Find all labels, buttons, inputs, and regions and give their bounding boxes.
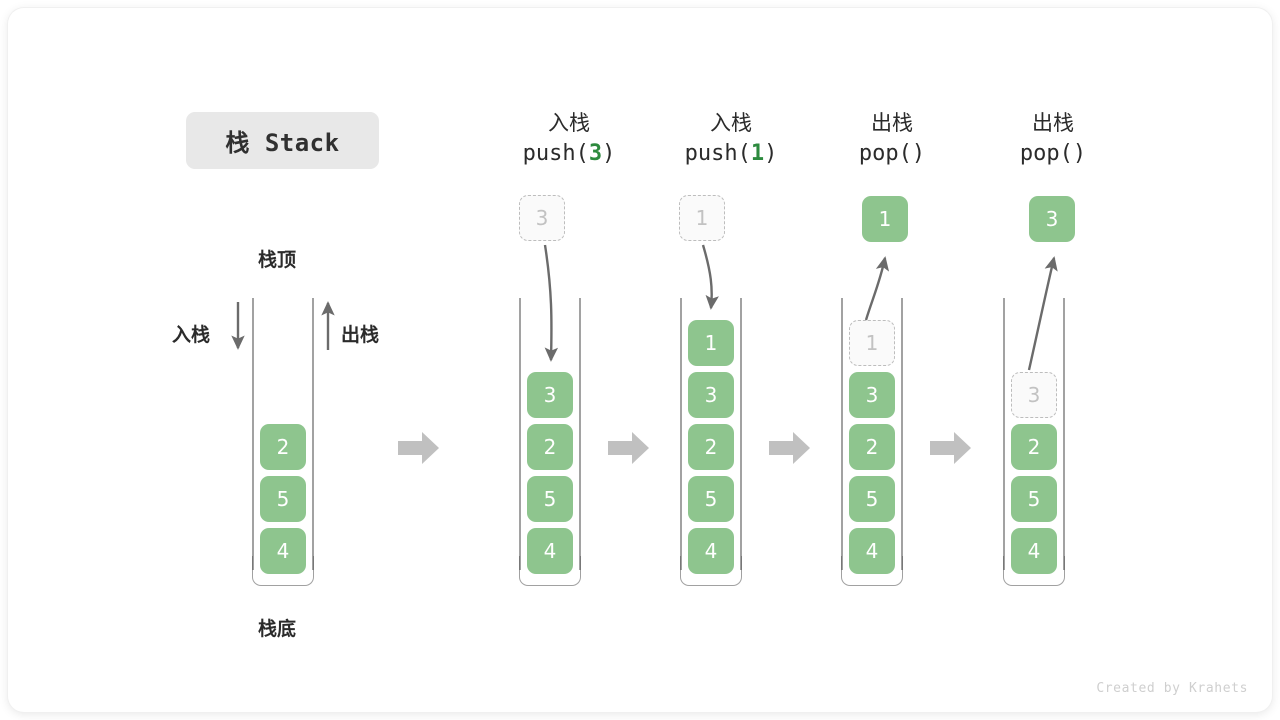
tube-floor — [680, 556, 742, 586]
op-header-push-3: 入栈 push(3) — [479, 108, 659, 170]
tube-wall-right — [1063, 298, 1065, 570]
op-label-cn: 出栈 — [1032, 111, 1074, 135]
tube-wall-left — [841, 298, 843, 570]
stack-cell: 1 — [688, 320, 734, 366]
tube-floor — [252, 556, 314, 586]
stack-tube-initial — [252, 298, 314, 586]
floating-popped-cell: 3 — [1029, 196, 1075, 242]
op-label-code: push(1) — [641, 138, 821, 170]
op-header-push-1: 入栈 push(1) — [641, 108, 821, 170]
stack-cell: 5 — [1011, 476, 1057, 522]
stack-cell: 4 — [1011, 528, 1057, 574]
tube-wall-left — [680, 298, 682, 570]
op-label-cn: 入栈 — [710, 111, 752, 135]
stack-cell: 2 — [527, 424, 573, 470]
stack-tube-push-1 — [680, 298, 742, 586]
stack-cell: 2 — [688, 424, 734, 470]
page-title: 栈 Stack — [186, 112, 379, 169]
op-label-code: pop() — [802, 138, 982, 170]
tube-wall-left — [519, 298, 521, 570]
push-side-label: 入栈 — [172, 324, 211, 346]
tube-wall-right — [740, 298, 742, 570]
op-code-prefix: push( — [522, 141, 589, 166]
stack-cell: 4 — [688, 528, 734, 574]
op-code-suffix: ) — [602, 141, 616, 166]
stack-cell: 5 — [260, 476, 306, 522]
stack-tube-push-3 — [519, 298, 581, 586]
stack-cell: 2 — [849, 424, 895, 470]
tube-floor — [841, 556, 903, 586]
stack-cell: 5 — [849, 476, 895, 522]
op-code-suffix: ) — [911, 141, 926, 166]
stack-bottom-label: 栈底 — [258, 618, 297, 640]
stack-cell: 3 — [527, 372, 573, 418]
op-label-code: pop() — [963, 138, 1143, 170]
tube-wall-left — [1003, 298, 1005, 570]
op-label-cn: 入栈 — [548, 111, 590, 135]
stack-cell: 3 — [688, 372, 734, 418]
stack-cell: 2 — [260, 424, 306, 470]
floating-ghost-cell: 1 — [679, 195, 725, 241]
floating-ghost-cell: 3 — [519, 195, 565, 241]
credit-text: Created by Krahets — [1096, 681, 1248, 696]
op-code-prefix: pop( — [858, 141, 912, 166]
stack-tube-pop-3 — [1003, 298, 1065, 586]
op-header-pop-1: 出栈 pop() — [802, 108, 982, 170]
floating-popped-cell: 1 — [862, 196, 908, 242]
stack-cell: 3 — [849, 372, 895, 418]
tube-wall-right — [579, 298, 581, 570]
op-code-arg: 1 — [750, 141, 765, 166]
stack-cell: 4 — [849, 528, 895, 574]
stack-cell: 5 — [527, 476, 573, 522]
step-arrow-icon — [930, 431, 972, 465]
op-code-suffix: ) — [1072, 141, 1087, 166]
tube-floor — [519, 556, 581, 586]
op-code-prefix: pop( — [1019, 141, 1073, 166]
tube-floor — [1003, 556, 1065, 586]
op-label-cn: 出栈 — [871, 111, 913, 135]
stack-top-label: 栈顶 — [258, 249, 297, 271]
op-label-code: push(3) — [479, 138, 659, 170]
op-code-suffix: ) — [764, 141, 778, 166]
stack-tube-pop-1 — [841, 298, 903, 586]
tube-wall-right — [312, 298, 314, 570]
step-arrow-icon — [769, 431, 811, 465]
stack-ghost-cell: 1 — [849, 320, 895, 366]
step-arrow-icon — [398, 431, 440, 465]
op-header-pop-3: 出栈 pop() — [963, 108, 1143, 170]
op-code-arg: 3 — [588, 141, 603, 166]
tube-wall-right — [901, 298, 903, 570]
stack-cell: 4 — [260, 528, 306, 574]
stack-cell: 5 — [688, 476, 734, 522]
stack-cell: 4 — [527, 528, 573, 574]
step-arrow-icon — [608, 431, 650, 465]
pop-side-label: 出栈 — [341, 324, 380, 346]
op-code-prefix: push( — [684, 141, 751, 166]
stack-cell: 2 — [1011, 424, 1057, 470]
tube-wall-left — [252, 298, 254, 570]
stack-ghost-cell: 3 — [1011, 372, 1057, 418]
